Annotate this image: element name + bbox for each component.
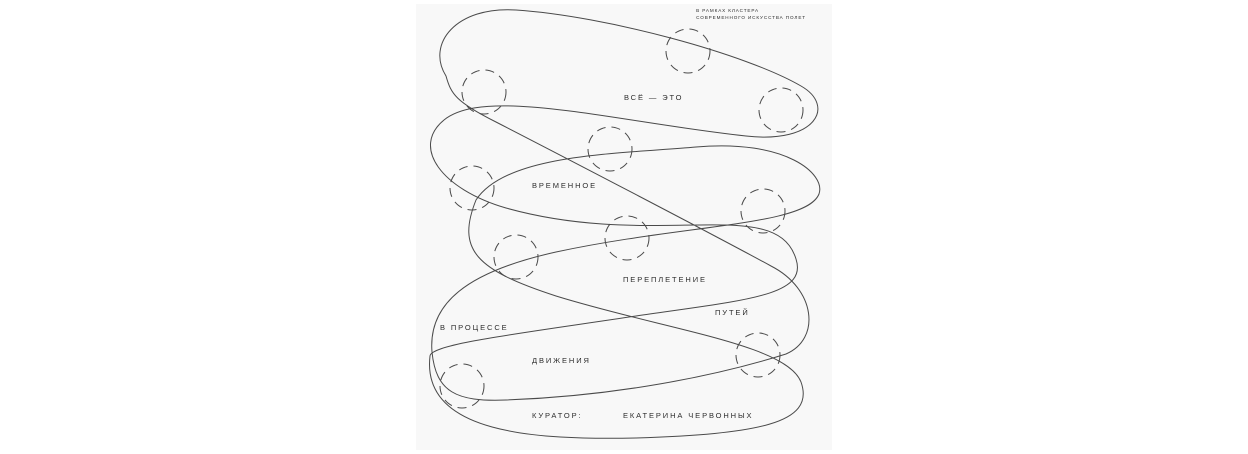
header-note: В РАМКАХ КЛАСТЕРА СОВРЕМЕННОГО ИСКУССТВА… <box>696 8 806 21</box>
dashed-ring <box>740 188 786 234</box>
dashed-ring <box>439 363 485 409</box>
dashed-ring <box>758 87 804 133</box>
dashed-ring <box>665 28 711 74</box>
word-vremennoe: ВРЕМЕННОЕ <box>532 181 598 190</box>
loop-artwork <box>429 9 821 439</box>
word-putey: ПУТЕЙ <box>715 308 750 317</box>
dashed-ring <box>449 165 495 211</box>
loop-path <box>429 9 821 439</box>
dashed-ring <box>493 234 539 280</box>
curator-name: ЕКАТЕРИНА ЧЕРВОННЫХ <box>623 411 754 420</box>
dashed-ring <box>587 126 633 172</box>
word-vse-eto: ВСЁ — ЭТО <box>624 93 684 102</box>
header-line-2: СОВРЕМЕННОГО ИСКУССТВА ПОЛЕТ <box>696 14 806 20</box>
word-v-processe: В ПРОЦЕССЕ <box>440 323 509 332</box>
dashed-ring <box>735 332 781 378</box>
header-line-1: В РАМКАХ КЛАСТЕРА <box>696 8 760 13</box>
dashed-ring <box>461 69 507 115</box>
poster: В РАМКАХ КЛАСТЕРА СОВРЕМЕННОГО ИСКУССТВА… <box>416 4 832 450</box>
word-dvizheniya: ДВИЖЕНИЯ <box>532 356 591 365</box>
curator-label: КУРАТОР: <box>532 411 583 420</box>
word-perepletenie: ПЕРЕПЛЕТЕНИЕ <box>623 275 707 284</box>
dashed-ring <box>604 215 650 261</box>
